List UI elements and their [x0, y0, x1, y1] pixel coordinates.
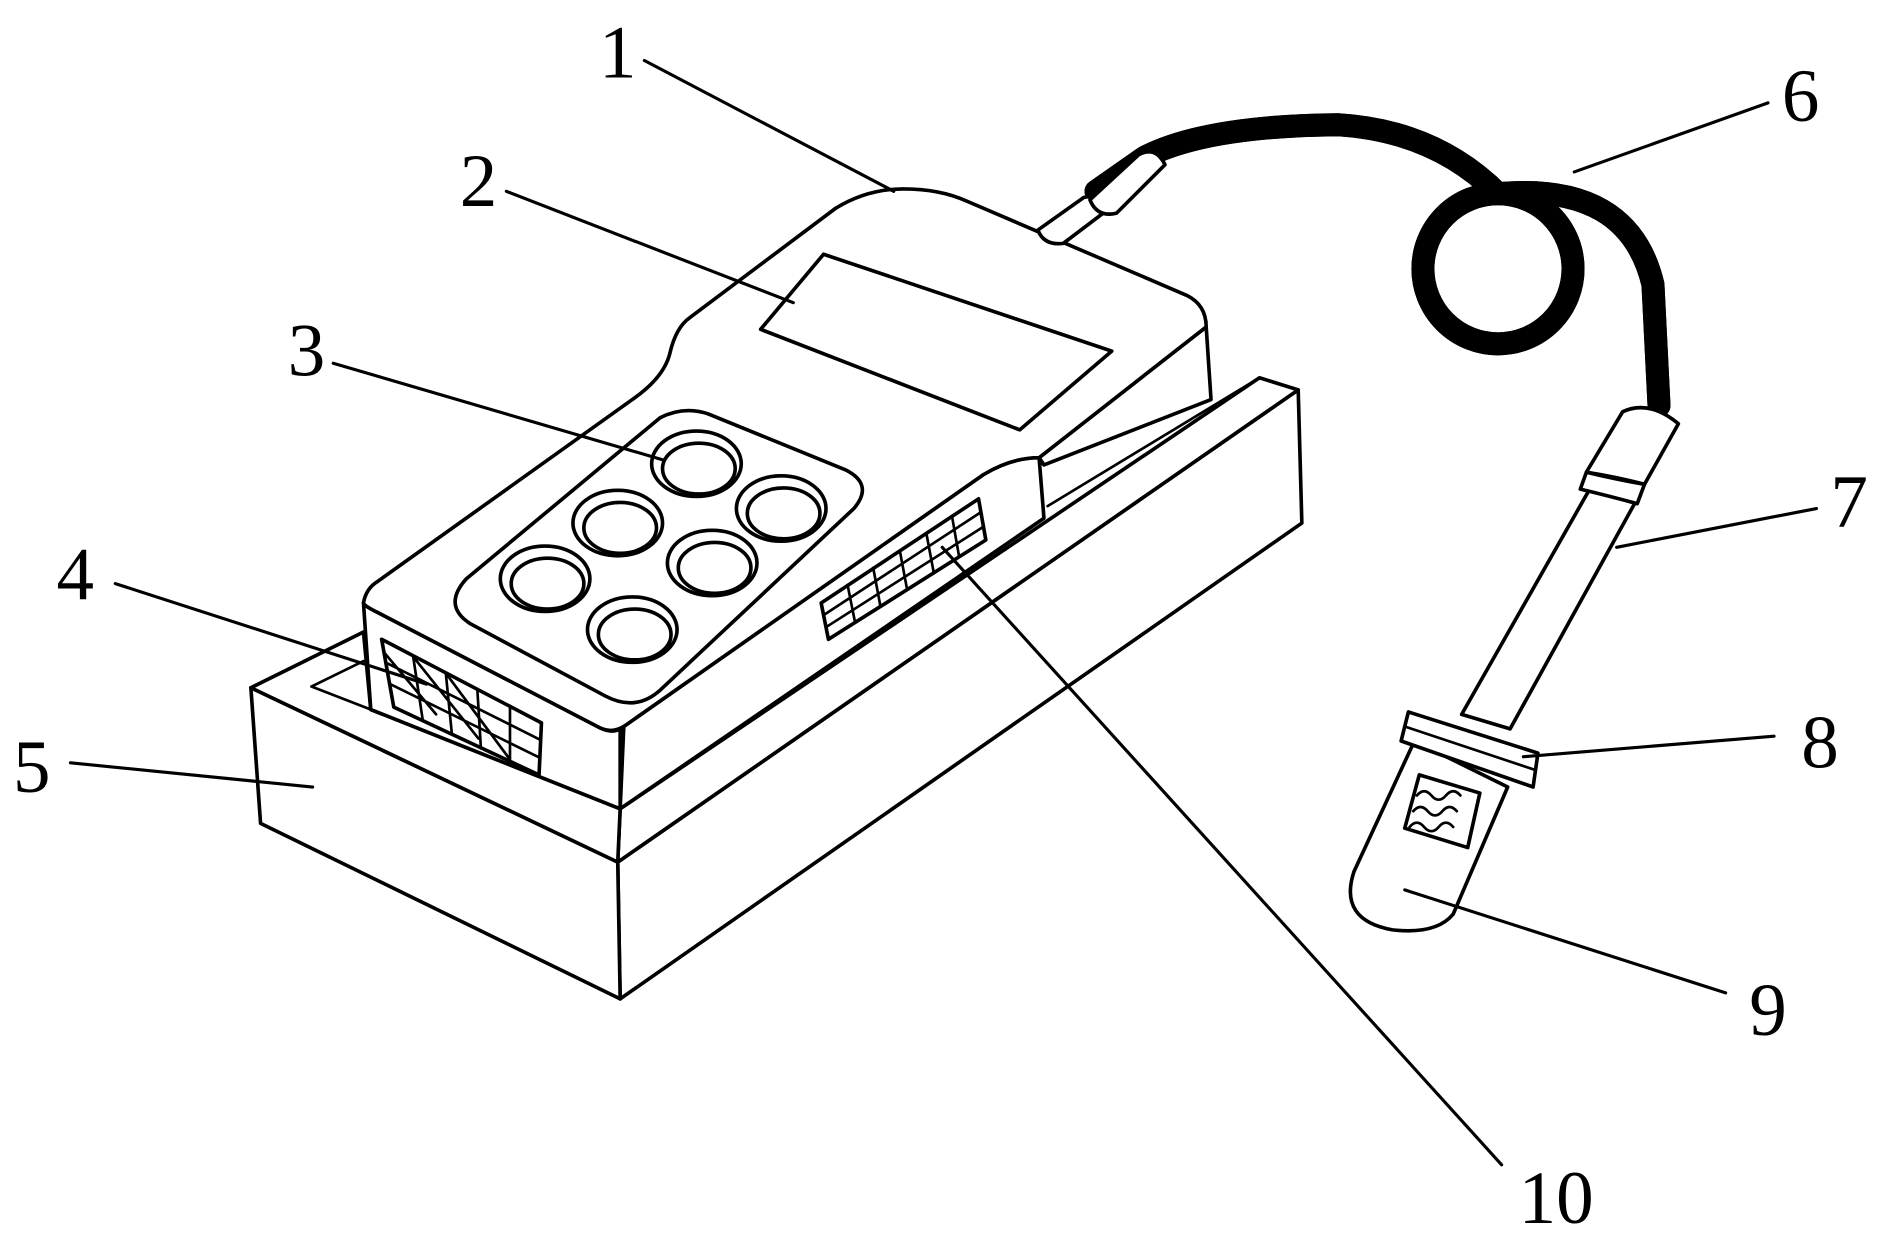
callout-1: 1 — [599, 11, 637, 94]
leader-line-5 — [68, 761, 315, 789]
keypad-button-top — [509, 556, 586, 611]
device-body — [361, 149, 1213, 811]
probe-flange-edge — [1403, 725, 1537, 772]
keypad-button[interactable] — [649, 429, 744, 499]
callout-10: 10 — [1519, 1157, 1594, 1235]
callout-3: 3 — [288, 309, 326, 392]
keypad-button-top — [582, 500, 659, 556]
callout-2: 2 — [460, 140, 498, 223]
base — [249, 375, 1304, 1001]
keypad-button[interactable] — [585, 595, 679, 665]
leader-line-2 — [504, 189, 795, 305]
side-vent-grid — [822, 510, 985, 629]
probe-rod — [1459, 482, 1640, 731]
probe-handle — [1584, 405, 1681, 487]
leader-line-10 — [940, 545, 1504, 1167]
probe-flange — [1399, 710, 1540, 789]
keypad-button[interactable] — [665, 528, 759, 598]
keypad-button[interactable] — [571, 488, 665, 558]
display-screen — [758, 252, 1114, 432]
leader-line-7 — [1615, 506, 1818, 549]
callout-7: 7 — [1830, 461, 1868, 544]
keypad-button-top — [676, 540, 753, 596]
probe-handle-collar — [1578, 470, 1647, 506]
cable-connector-sleeve — [1088, 149, 1167, 216]
keypad-button[interactable] — [734, 474, 828, 544]
callout-5: 5 — [13, 726, 51, 809]
cable — [1096, 113, 1659, 418]
keypad-buttons — [498, 429, 828, 665]
leader-line-3 — [331, 361, 666, 462]
sensor-window-waves — [1408, 789, 1462, 833]
leader-line-8 — [1521, 734, 1776, 759]
front-vent-grid — [383, 652, 542, 763]
leader-line-9 — [1403, 888, 1728, 995]
side-vent — [819, 497, 988, 642]
callout-8: 8 — [1801, 702, 1839, 785]
callout-9: 9 — [1749, 969, 1787, 1052]
front-vent — [379, 637, 544, 777]
probe — [1348, 405, 1681, 933]
keypad-button-top — [660, 441, 738, 496]
keypad-button-top — [745, 486, 822, 541]
callout-6: 6 — [1782, 55, 1820, 138]
leader-line-6 — [1572, 101, 1770, 174]
base-rail-inner-edge — [1046, 376, 1261, 508]
callout-4: 4 — [57, 533, 95, 616]
base-tray-inset — [310, 659, 373, 711]
leader-line-4 — [113, 582, 429, 686]
leader-lines — [68, 58, 1818, 1167]
keypad-button[interactable] — [498, 544, 592, 614]
callout-labels: 1 2 3 4 5 6 7 8 9 10 — [13, 11, 1868, 1235]
keypad-button-top — [596, 607, 673, 662]
leader-line-1 — [642, 58, 896, 193]
